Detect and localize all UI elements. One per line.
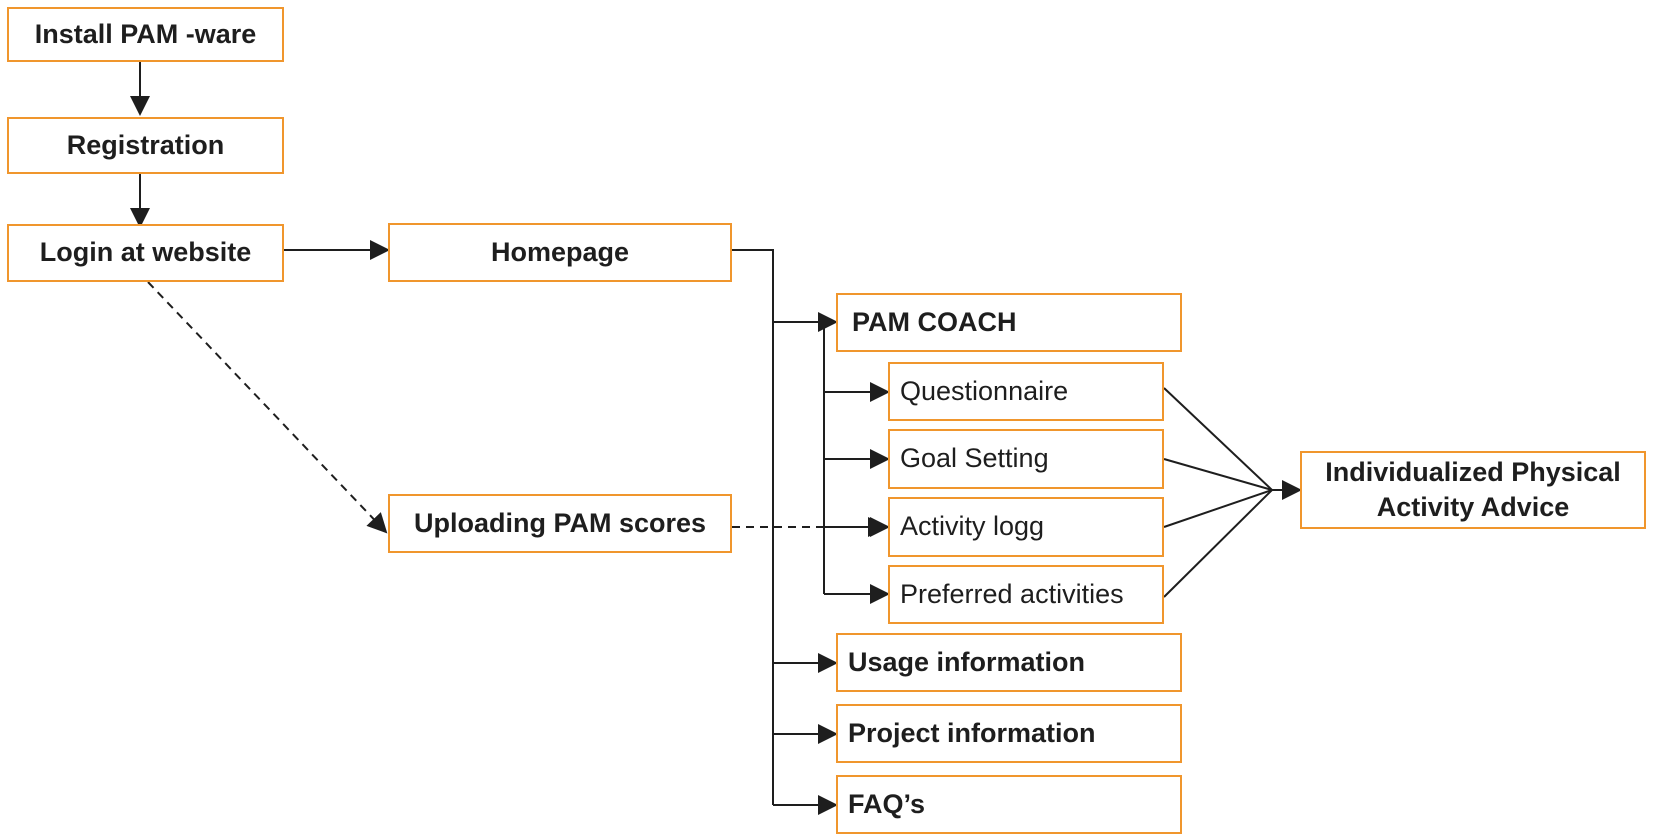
usage-info-label: Usage information	[848, 646, 1086, 677]
questionnaire-label: Questionnaire	[900, 375, 1069, 406]
questionnaire-box: Questionnaire	[888, 362, 1164, 421]
registration-box: Registration	[7, 117, 284, 174]
project-info-box: Project information	[836, 704, 1182, 763]
edge-preferred-advice	[1163, 489, 1273, 598]
edge-homepage-trunk	[732, 249, 774, 805]
install-box: Install PAM -ware	[7, 7, 284, 62]
login-box: Login at website	[7, 224, 284, 282]
edge-activity-advice	[1163, 489, 1273, 528]
preferred-activities-label: Preferred activities	[900, 578, 1124, 609]
edge-goal-advice	[1163, 458, 1273, 491]
pam-coach-box: PAM COACH	[836, 293, 1182, 352]
pam-coach-label: PAM COACH	[852, 306, 1017, 337]
uploading-box: Uploading PAM scores	[388, 494, 732, 553]
advice-label-line2: Activity Advice	[1376, 492, 1570, 522]
registration-label: Registration	[66, 129, 225, 160]
preferred-activities-box: Preferred activities	[888, 565, 1164, 624]
activity-logg-label: Activity logg	[900, 511, 1045, 542]
faq-label: FAQ’s	[848, 788, 926, 819]
activity-logg-box: Activity logg	[888, 497, 1164, 557]
goal-setting-label: Goal Setting	[900, 443, 1049, 474]
advice-label-line1: Individualized Physical	[1325, 456, 1621, 487]
install-label: Install PAM -ware	[34, 18, 257, 49]
project-info-label: Project information	[848, 717, 1096, 748]
login-label: Login at website	[39, 237, 252, 268]
uploading-label: Uploading PAM scores	[413, 507, 707, 538]
edge-questionnaire-advice	[1163, 387, 1273, 491]
homepage-label: Homepage	[490, 236, 630, 267]
edge-login-uploading	[147, 281, 388, 534]
goal-setting-box: Goal Setting	[888, 429, 1164, 489]
usage-info-box: Usage information	[836, 633, 1182, 692]
advice-box: Individualized Physical Activity Advice	[1300, 451, 1646, 529]
faq-box: FAQ’s	[836, 775, 1182, 834]
homepage-box: Homepage	[388, 223, 732, 282]
